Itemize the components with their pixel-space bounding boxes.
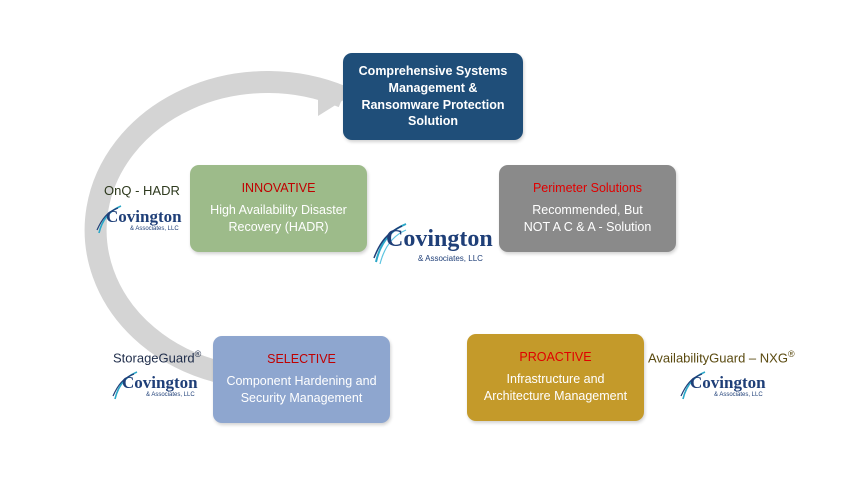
box-right-line-1: Recommended, But — [532, 202, 643, 217]
storageguard-company-logo: Covington & Associates, LLC — [112, 368, 202, 402]
box-bottom-left-line-1: Component Hardening and — [226, 373, 377, 388]
box-innovative: INNOVATIVE High Availability Disaster Re… — [190, 165, 367, 252]
logo-swoosh-icon — [680, 371, 706, 400]
availabilityguard-logo-name: Covington — [690, 373, 766, 392]
logo-swoosh-icon — [373, 223, 407, 265]
storageguard-logo-name: Covington — [122, 373, 198, 392]
center-company-logo: Covington & Associates, LLC — [372, 218, 493, 266]
storageguard-logo-sub: & Associates, LLC — [146, 392, 195, 398]
storageguard-registered-mark: ® — [194, 349, 202, 359]
box-top-line-4: Solution — [408, 114, 458, 129]
box-proactive: PROACTIVE Infrastructure and Architectur… — [467, 334, 644, 421]
cycle-arrow — [84, 71, 348, 389]
box-bottom-right-line-1: Infrastructure and — [506, 371, 605, 386]
center-logo-name: Covington — [386, 226, 493, 252]
box-selective: SELECTIVE Component Hardening and Securi… — [213, 336, 390, 423]
box-right-title: Perimeter Solutions — [532, 181, 643, 196]
availabilityguard-company-logo: Covington & Associates, LLC — [680, 368, 770, 402]
availabilityguard-registered-mark: ® — [787, 349, 795, 359]
box-bottom-right-title: PROACTIVE — [519, 350, 592, 365]
box-top-line-1: Comprehensive Systems — [358, 63, 508, 78]
onq-logo-name: Covington — [106, 207, 182, 226]
box-systems-management: Comprehensive Systems Management & Ranso… — [343, 53, 523, 140]
box-top-line-3: Ransomware Protection — [361, 97, 505, 112]
box-bottom-left-line-2: Security Management — [240, 390, 363, 405]
box-perimeter-solutions: Perimeter Solutions Recommended, But NOT… — [499, 165, 676, 252]
box-left-line-1: High Availability Disaster — [210, 202, 347, 217]
box-top-line-2: Management & — [388, 80, 478, 95]
box-bottom-right-line-2: Architecture Management — [483, 388, 628, 403]
box-left-line-2: Recovery (HADR) — [228, 219, 329, 234]
logo-swoosh-icon — [112, 371, 138, 400]
logo-swoosh-icon — [96, 205, 122, 234]
box-bottom-left-title: SELECTIVE — [267, 352, 336, 367]
cycle-arrowhead — [318, 78, 350, 116]
box-left-title: INNOVATIVE — [241, 181, 316, 196]
availabilityguard-text: AvailabilityGuard – NXG — [648, 350, 788, 366]
availabilityguard-logo-sub: & Associates, LLC — [714, 392, 763, 398]
product-availabilityguard-label: AvailabilityGuard – NXG® — [648, 349, 795, 365]
center-logo-sub: & Associates, LLC — [418, 254, 483, 263]
product-storageguard-label: StorageGuard® — [113, 349, 201, 365]
box-right-line-2: NOT A C & A - Solution — [523, 219, 652, 234]
onq-company-logo: Covington & Associates, LLC — [96, 202, 186, 236]
onq-logo-sub: & Associates, LLC — [130, 226, 179, 232]
product-onq-label: OnQ - HADR — [104, 183, 180, 198]
storageguard-text: StorageGuard — [113, 350, 195, 366]
